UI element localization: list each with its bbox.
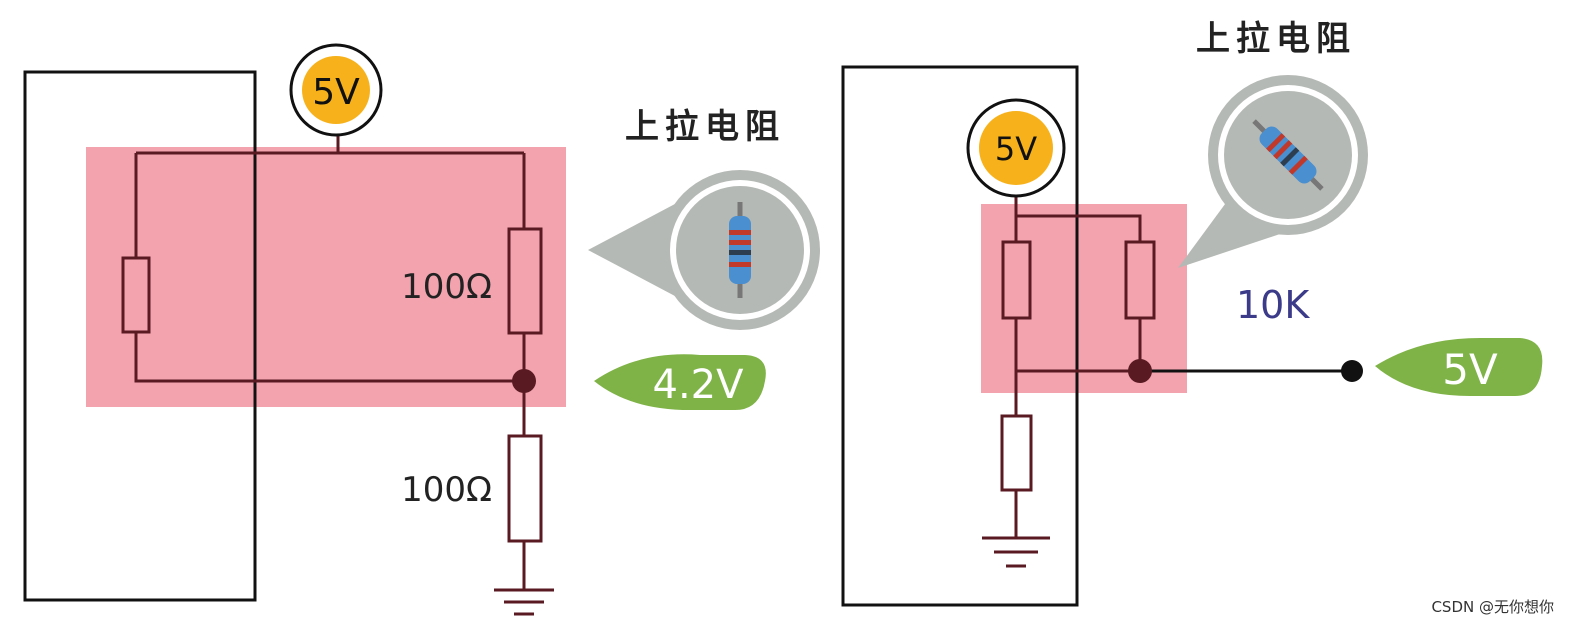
right-junction-node <box>1128 359 1152 383</box>
left-internal-resistor <box>121 256 151 334</box>
left-source-label: 5V <box>312 72 360 113</box>
watermark: CSDN @无你想你 <box>1431 598 1554 616</box>
left-resistor-bottom-label: 100Ω <box>401 470 492 510</box>
right-internal-resistor <box>1001 240 1032 320</box>
left-pullup-title: 上拉电阻 <box>625 107 785 147</box>
left-junction-node <box>512 369 536 393</box>
left-chip-box <box>23 70 257 602</box>
right-wires <box>982 195 1142 568</box>
left-pullup-resistor <box>507 227 543 335</box>
left-circuit: 5V 100Ω 100Ω 上拉电阻 4.2V <box>23 43 820 616</box>
right-pullup-bubble <box>1178 75 1368 268</box>
left-lower-resistor <box>507 434 543 543</box>
right-lower-resistor <box>1000 414 1033 492</box>
right-highlight-region <box>981 204 1187 393</box>
right-pullup-title: 上拉电阻 <box>1196 19 1356 59</box>
right-output-label: 5V <box>1442 345 1498 394</box>
left-output-tag: 4.2V <box>594 354 766 410</box>
right-output-terminal <box>1341 360 1363 382</box>
right-resistor-label: 10K <box>1236 283 1310 327</box>
right-circuit: 5V 上拉电阻 10K 5V <box>841 19 1543 607</box>
left-highlight-region <box>86 147 566 407</box>
right-chip-box <box>841 65 1079 607</box>
right-output-tag: 5V <box>1375 338 1543 396</box>
left-source-5v: 5V <box>289 43 383 137</box>
left-wires <box>134 132 554 616</box>
left-output-label: 4.2V <box>653 362 745 408</box>
left-resistor-top-label: 100Ω <box>401 267 492 307</box>
right-source-5v: 5V <box>966 98 1066 198</box>
right-pullup-resistor <box>1124 240 1156 320</box>
right-source-label: 5V <box>995 130 1037 168</box>
left-pullup-bubble <box>588 170 820 330</box>
